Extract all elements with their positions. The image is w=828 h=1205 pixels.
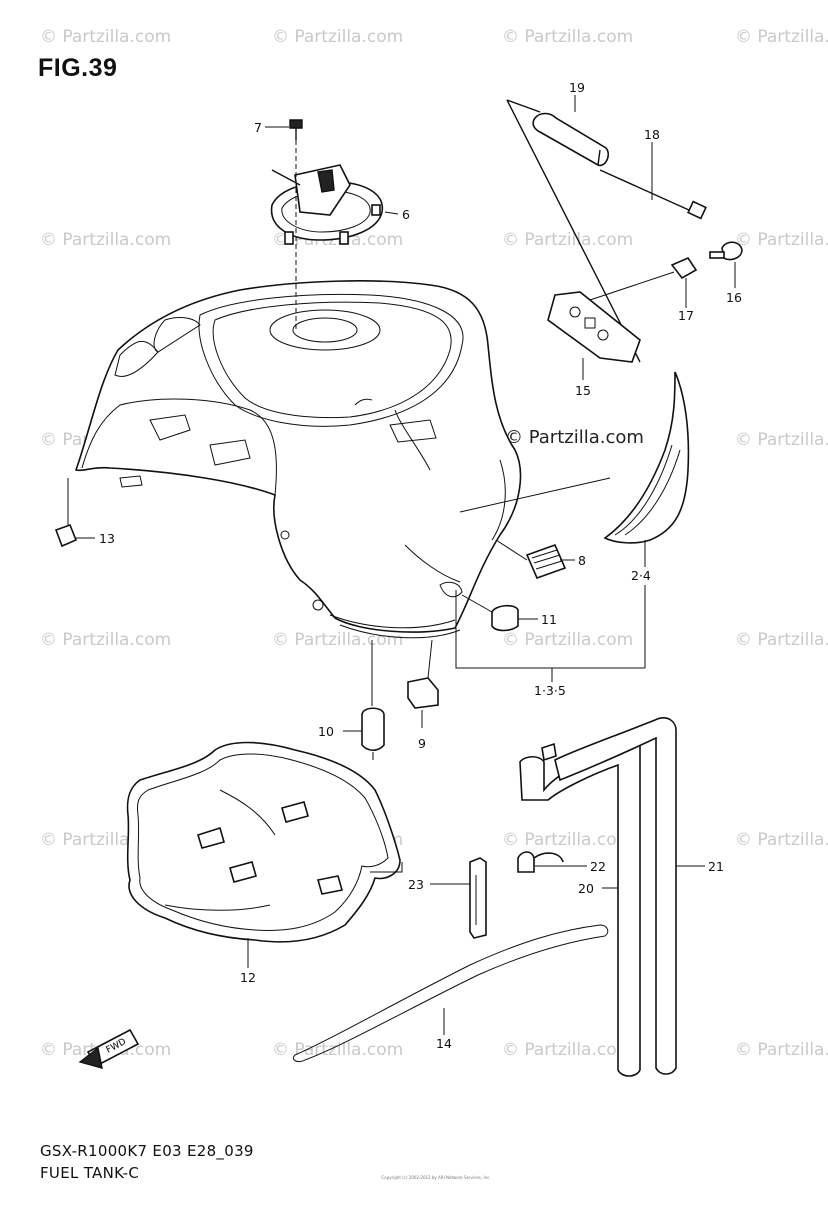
figure-title: FIG.39 [38, 54, 118, 82]
part-label-16: 16 [726, 290, 742, 305]
watermark: © Partzilla.com [735, 430, 828, 450]
part-label-11: 11 [541, 612, 557, 627]
watermark: © Partzilla.com [272, 630, 403, 650]
watermark: © Partzilla.com [502, 27, 633, 47]
bracket-hardware-drawing [506, 99, 743, 363]
leader-lines [76, 95, 736, 1035]
copyright-notice: Copyright (c) 2002-2012 by ARI Network S… [381, 1175, 491, 1180]
hoses-drawing [292, 717, 677, 1077]
watermark: © Partzilla.com [735, 630, 828, 650]
watermark: © Partzilla.com [272, 27, 403, 47]
part-label-18: 18 [644, 127, 660, 142]
part-label-8: 8 [578, 553, 586, 568]
part-label-13: 13 [99, 531, 115, 546]
watermark: © Partzilla.com [40, 630, 171, 650]
watermark: © Partzilla.com [735, 1040, 828, 1060]
watermark: © Partzilla.com [502, 830, 633, 850]
watermark: © Partzilla.com [735, 230, 828, 250]
part-label-17: 17 [678, 308, 694, 323]
section-name: FUEL TANK-C [40, 1164, 140, 1182]
part-label-10: 10 [318, 724, 334, 739]
part-label-12: 12 [240, 970, 256, 985]
part-label-7: 7 [254, 120, 262, 135]
model-code: GSX-R1000K7 E03 E28_039 [40, 1142, 254, 1160]
tank-mat-drawing [126, 741, 403, 943]
watermark: © Partzilla.com [272, 1040, 403, 1060]
direction-marker: FWD [78, 1028, 140, 1069]
fuel-tank-drawing [74, 280, 522, 639]
part-label-2-4: 2·4 [631, 568, 651, 583]
part-label-14: 14 [436, 1036, 452, 1051]
watermark: © Partzilla.com [40, 27, 171, 47]
watermark: © Partzilla.com [735, 27, 828, 47]
watermark: © Partzilla.com [40, 230, 171, 250]
side-cover-drawing [459, 371, 690, 544]
part-label-20: 20 [578, 881, 594, 896]
watermark: © Partzilla.com [502, 230, 633, 250]
part-labels: 19 18 7 6 16 17 15 13 8 2·4 11 1·3·5 10 … [99, 80, 742, 1051]
watermark: © Partzilla.com [735, 830, 828, 850]
watermark: © Partzilla.com [502, 630, 633, 650]
part-label-23: 23 [408, 877, 424, 892]
part-label-1-3-5: 1·3·5 [534, 683, 566, 698]
fuel-cap-drawing [270, 119, 384, 330]
part-label-22: 22 [590, 859, 606, 874]
part-label-21: 21 [708, 859, 724, 874]
part-label-19: 19 [569, 80, 585, 95]
part-label-9: 9 [418, 736, 426, 751]
watermark: © Partzilla.com [502, 1040, 633, 1060]
small-parts-drawing [54, 478, 567, 760]
watermark-main: © Partzilla.com [505, 427, 644, 448]
part-label-6: 6 [402, 207, 410, 222]
part-label-15: 15 [575, 383, 591, 398]
